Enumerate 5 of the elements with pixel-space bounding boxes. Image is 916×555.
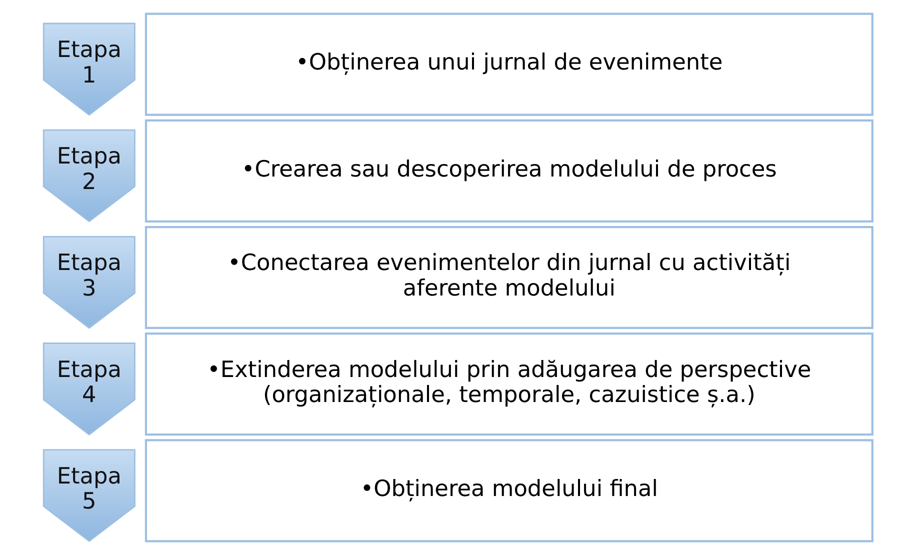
node-box: •Obținerea modelului final [144,439,874,542]
node-box: •Conectarea evenimentelor din jurnal cu activități aferente modelului [144,226,874,330]
node-box: •Extinderea modelului prin adăugarea de perspective (organizaționale, temporale, cazuistice ș.a.) [144,332,874,436]
node-box: •Obținerea unui jurnal de evenimente [144,12,874,116]
node-box: •Crearea sau descoperirea modelului de proces [144,119,874,222]
